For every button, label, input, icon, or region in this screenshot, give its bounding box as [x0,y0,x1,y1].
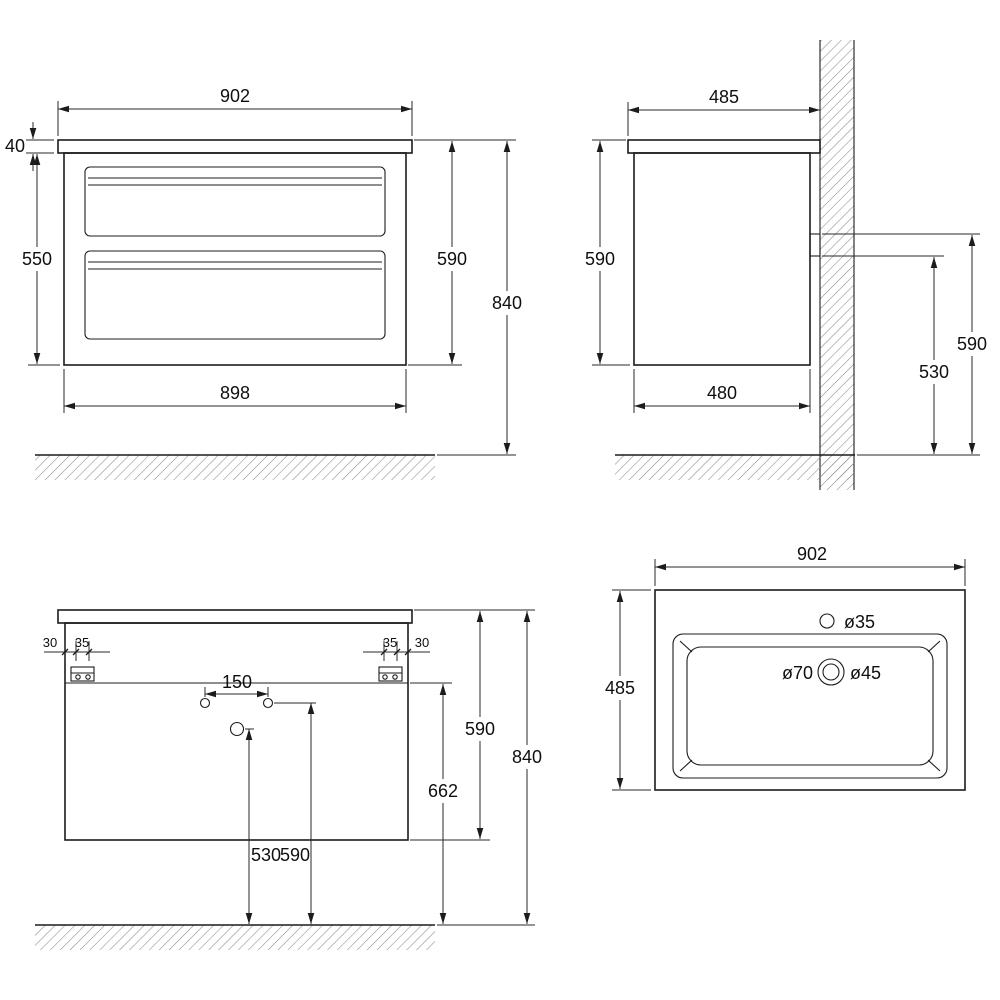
dim-side-bracket-heights-group: 590 530 [822,233,987,456]
dim-supply-height: 590 [280,845,310,865]
bowl-corner-line [927,640,941,653]
dim-front-cabinet-height: 590 [437,249,467,269]
dim-install-cabinet-height: 590 [465,719,495,739]
dim-front-carcass-width-group: 898 [63,369,407,413]
floor-hatch [615,455,855,480]
dim-offset-right-outer: 30 [415,635,429,650]
drawer-upper [84,166,386,237]
mounting-bracket-right [378,666,403,682]
bracket-body [378,666,403,682]
dim-side-bracket-upper: 590 [957,334,987,354]
basin-bowl [686,646,934,766]
drawer-lower [84,250,386,340]
basin-outline [654,589,966,791]
bowl-corner-line [927,759,941,772]
dim-bracket-offsets-left-group: 30 35 [43,635,110,661]
dim-tick [61,648,69,656]
cabinet-top-panel-side [627,139,821,154]
cabinet-body [64,622,409,841]
dim-hole-pitch: 150 [222,672,252,692]
dim-side-top-depth: 485 [709,87,739,107]
bowl-corner-line [679,759,693,772]
dim-side-carcass-depth-group: 480 [633,369,811,413]
dim-front-carcass-width: 898 [220,383,250,403]
dim-rail-height: 662 [428,781,458,801]
bracket-hole [392,674,398,680]
dim-front-cabinet-height-group: 590 [408,139,516,366]
dim-front-body-height: 550 [22,249,52,269]
dim-basin-width-group: 902 [654,544,966,586]
dim-offset-left-inner: 35 [75,635,89,650]
label-deck-hole: ø35 [844,612,875,632]
deck-hole [819,613,835,629]
bracket-hole [75,674,81,680]
dim-hole-pitch-group: 150 [204,672,269,698]
bracket-body [70,666,95,682]
dim-side-carcass-depth: 480 [707,383,737,403]
dim-side-cabinet-height-group: 590 [585,139,630,366]
mounting-bracket-left [70,666,95,682]
bracket-hole [85,674,91,680]
dim-tick [380,648,388,656]
supply-hole-left [199,697,211,709]
dim-front-top-width: 902 [220,86,250,106]
dim-hole-heights-group: 530 590 [245,702,316,924]
installation-view: 30 35 35 30 150 530 590 590 [35,609,542,950]
floor-hatch [35,925,435,950]
dim-basin-width: 902 [797,544,827,564]
dim-drain-height: 530 [251,845,281,865]
dim-side-top-depth-group: 485 [627,87,821,136]
dim-tick [393,648,401,656]
dim-tick [85,648,93,656]
dim-install-total-height: 840 [512,747,542,767]
cabinet-body-side [633,152,811,366]
dim-basin-depth-group: 485 [605,589,651,791]
dim-offset-right-inner: 35 [383,635,397,650]
tap-hole-outer [817,658,845,686]
dim-tick [72,648,80,656]
dim-side-cabinet-height: 590 [585,249,615,269]
drain-hole [229,721,245,737]
dim-tick [404,648,412,656]
cabinet-top-panel [57,139,413,154]
basin-view: ø35 ø70 ø45 902 485 [605,544,966,791]
dim-bracket-offsets-right-group: 35 30 [363,635,430,661]
tap-hole-inner [822,663,840,681]
dim-front-total-height-group: 840 [437,141,522,456]
dim-front-top-thickness-group: 40 [5,122,54,171]
bowl-corner-line [679,640,693,653]
dim-front-top-width-group: 902 [57,86,413,136]
dim-front-top-thickness: 40 [5,136,25,156]
floor-hatch [35,455,435,480]
dim-front-total-height: 840 [492,293,522,313]
cabinet-body [63,152,407,366]
mounting-rail [809,233,821,257]
dim-offset-left-outer: 30 [43,635,57,650]
cabinet-top-panel [57,609,413,624]
dim-basin-depth: 485 [605,678,635,698]
wall-hatch [820,40,854,490]
basin-rim [672,633,948,779]
label-tap-inner: ø45 [850,663,881,683]
supply-hole-right [262,697,274,709]
dim-front-body-height-group: 550 [22,154,60,366]
dim-side-bracket-lower: 530 [919,362,949,382]
bracket-hole [382,674,388,680]
dim-install-right-group: 590 662 840 [410,609,542,926]
label-tap-outer: ø70 [782,663,813,683]
side-view: 485 590 480 590 530 [585,40,987,490]
front-view: 902 40 550 590 840 898 [5,86,522,480]
